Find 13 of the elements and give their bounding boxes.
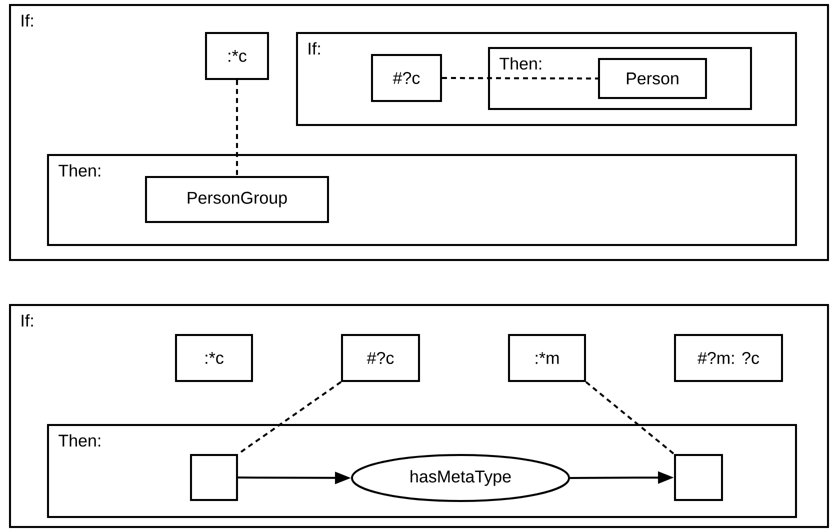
dashed-connector xyxy=(236,80,238,176)
dashed-connector xyxy=(585,381,675,455)
dashed-connector xyxy=(442,77,598,80)
term-box: :*c xyxy=(175,334,253,382)
term-box: #?m: ?c xyxy=(674,334,783,382)
term-box: :*c xyxy=(205,32,269,80)
term-box: #?c xyxy=(371,54,442,102)
term-box: Person xyxy=(598,58,707,99)
term-box: PersonGroup xyxy=(145,176,329,223)
empty-box xyxy=(674,454,723,501)
term-box: :*m xyxy=(508,334,586,382)
empty-box xyxy=(190,454,238,501)
term-box: #?c xyxy=(341,334,420,382)
